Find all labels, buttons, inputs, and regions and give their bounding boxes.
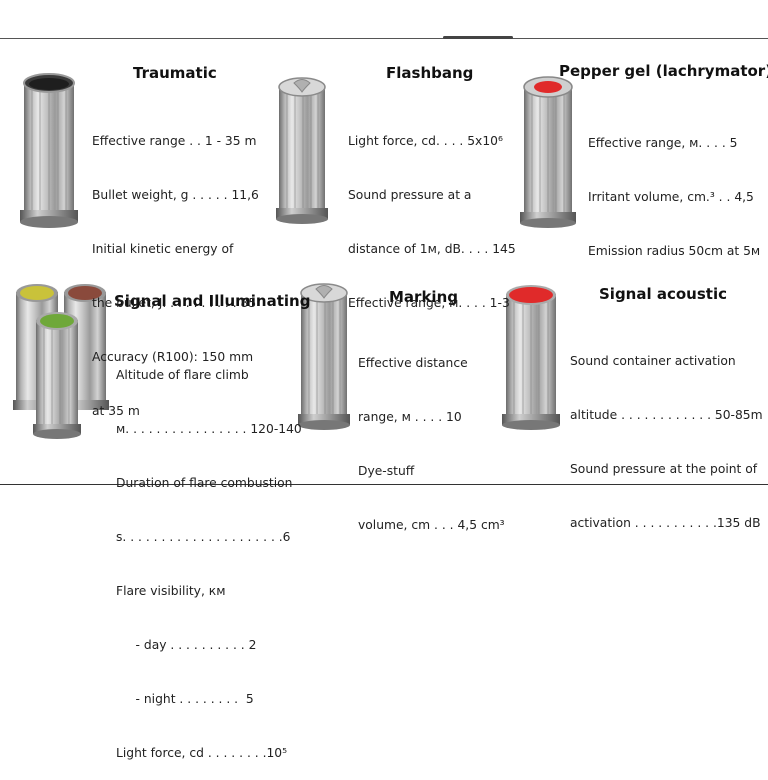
flashbang-cartridge-icon xyxy=(276,77,328,224)
yellow-cap xyxy=(20,286,54,300)
pepper-gel-cartridge-icon xyxy=(520,76,576,228)
spec-line: Initial kinetic energy of xyxy=(92,242,234,256)
spec-line: Duration of flare combustion xyxy=(116,476,293,490)
signal-illuminating-title: Signal and Illuminating xyxy=(114,292,311,310)
green-cap xyxy=(40,314,74,328)
pepper-gel-title: Pepper gel (lachrymator) xyxy=(559,62,768,80)
spec-line: Effective range, м. . . . 5 xyxy=(588,136,738,150)
signal-acoustic-specs: Sound container activation altitude . . … xyxy=(570,316,763,550)
spec-line: at 35 m xyxy=(92,404,140,418)
spec-line: Bullet weight, g . . . . . 11,6 xyxy=(92,188,259,202)
signal-acoustic-title: Signal acoustic xyxy=(599,285,727,303)
spec-line: Light force, cd. . . . 5x10⁶ xyxy=(348,134,503,148)
traumatic-cartridge-icon xyxy=(20,73,78,228)
spec-line: - night . . . . . . . . 5 xyxy=(116,692,254,706)
bottom-rule xyxy=(0,484,768,485)
spec-line: Light force, cd . . . . . . . .10⁵ xyxy=(116,746,288,760)
spec-line: Sound pressure at a xyxy=(348,188,472,202)
flashbang-title: Flashbang xyxy=(386,64,474,82)
traumatic-specs: Effective range . . 1 - 35 m Bullet weig… xyxy=(92,96,259,438)
spec-line: activation . . . . . . . . . . .135 dB xyxy=(570,516,761,530)
spec-line: Effective distance xyxy=(358,356,468,370)
spec-line: Dye-stuff xyxy=(358,464,415,478)
spec-line: Sound pressure at the point of xyxy=(570,462,758,476)
flashbang-specs: Light force, cd. . . . 5x10⁶ Sound press… xyxy=(348,96,516,330)
spec-line: s. . . . . . . . . . . . . . . . . . . .… xyxy=(116,530,291,544)
spec-line: Effective range . . 1 - 35 m xyxy=(92,134,257,148)
spec-line: Flare visibility, км xyxy=(116,584,226,598)
top-rule xyxy=(0,38,768,39)
spec-line: Irritant volume, cm.³ . . 4,5 xyxy=(588,190,754,204)
marking-specs: Effective distance range, м . . . . 10 D… xyxy=(358,318,505,552)
pepper-gel-specs: Effective range, м. . . . 5 Irritant vol… xyxy=(588,98,760,278)
marking-title: Marking xyxy=(389,288,458,306)
spec-line: Emission radius 50cm at 5м xyxy=(588,244,761,258)
spec-line: altitude . . . . . . . . . . . . 50-85m xyxy=(570,408,763,422)
brown-cap xyxy=(68,286,102,300)
top-tick-mark xyxy=(443,36,513,39)
traumatic-title: Traumatic xyxy=(133,64,217,82)
signal-illuminating-specs: Altitude of flare climb м. . . . . . . .… xyxy=(116,330,302,780)
acoustic-cap xyxy=(509,287,553,303)
spec-line: Sound container activation xyxy=(570,354,736,368)
spec-line: volume, cm . . . 4,5 cm³ xyxy=(358,518,505,532)
spec-line: - day . . . . . . . . . . 2 xyxy=(116,638,257,652)
pepper-cap xyxy=(534,81,562,93)
spec-line: Altitude of flare climb xyxy=(116,368,249,382)
spec-line: the bullet, J. . . . . . . . . . 85 xyxy=(92,296,257,310)
spec-line: Effective range, м. . . . 1-3 xyxy=(348,296,510,310)
spec-line: Accuracy (R100): 150 mm xyxy=(92,350,254,364)
marking-cartridge-icon xyxy=(298,283,350,430)
spec-line: range, м . . . . 10 xyxy=(358,410,462,424)
signal-illuminating-cartridges-icon xyxy=(13,284,109,439)
signal-acoustic-cartridge-icon xyxy=(502,285,560,430)
spec-line: distance of 1м, dB. . . . 145 xyxy=(348,242,516,256)
spec-line: м. . . . . . . . . . . . . . . . 120-140 xyxy=(116,422,302,436)
